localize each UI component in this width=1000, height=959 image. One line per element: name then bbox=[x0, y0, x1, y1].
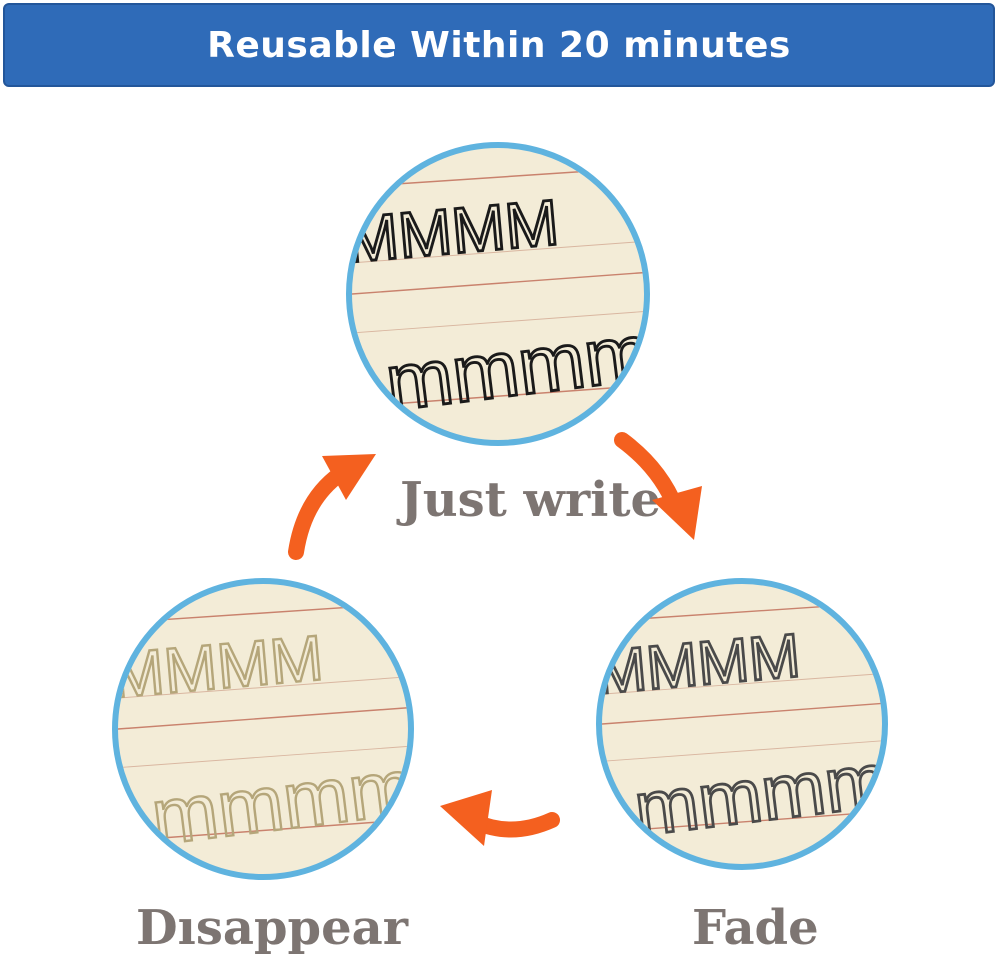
just-write-label: Just write bbox=[400, 472, 662, 528]
lowercase-letters: mmmmm bbox=[381, 299, 644, 428]
just-write-circle: MMMM mmmmm bbox=[346, 142, 650, 446]
banner-title: Reusable Within 20 minutes bbox=[207, 24, 791, 66]
fade-label: Fade bbox=[692, 900, 819, 956]
uppercase-letters: MMMM bbox=[352, 186, 562, 276]
uppercase-letters: MMMM bbox=[118, 621, 326, 711]
header-banner: Reusable Within 20 minutes bbox=[3, 3, 995, 87]
curved-arrow-icon bbox=[440, 790, 560, 846]
uppercase-letters: MMMM bbox=[602, 621, 803, 708]
disappear-circle: MMMM mmmmm bbox=[112, 578, 414, 880]
curved-arrow-icon bbox=[288, 454, 376, 560]
fade-circle: MMMM mmmmm bbox=[596, 578, 888, 870]
disappear-label: Dısappear bbox=[136, 900, 409, 956]
lowercase-letters: mmmmm bbox=[630, 729, 882, 852]
lowercase-letters: mmmmm bbox=[147, 733, 408, 862]
